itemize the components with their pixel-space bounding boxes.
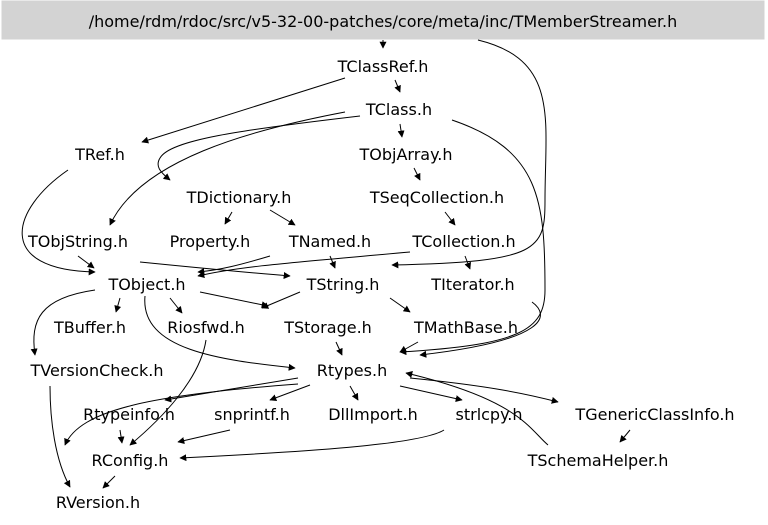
node-riosfwd[interactable]: Riosfwd.h — [167, 318, 245, 337]
node-tclass[interactable]: TClass.h — [365, 100, 432, 119]
edge-tversioncheck-rversion — [49, 385, 71, 488]
edge-strlcpy-rconfig — [179, 429, 445, 462]
edge-tcollection-titerator — [464, 255, 472, 270]
node-tnamed[interactable]: TNamed.h — [288, 232, 371, 251]
node-tobjarray[interactable]: TObjArray.h — [358, 145, 452, 164]
node-tobjstring[interactable]: TObjString.h — [27, 232, 128, 251]
edge-tobject-tversioncheck — [30, 289, 96, 356]
node-tversioncheck[interactable]: TVersionCheck.h — [29, 361, 163, 380]
edge-tmathbase-rtypes — [399, 341, 419, 353]
node-tobject[interactable]: TObject.h — [107, 275, 185, 294]
edge-tdictionary-tnamed — [269, 209, 296, 226]
node-titerator[interactable]: TIterator.h — [430, 275, 514, 294]
edge-tnamed-tstring — [329, 255, 336, 269]
node-tseqcollection[interactable]: TSeqCollection.h — [369, 188, 504, 207]
node-tmathbase[interactable]: TMathBase.h — [413, 318, 518, 337]
node-tref[interactable]: TRef.h — [74, 145, 125, 164]
edge-tclass-tobjarray — [397, 123, 405, 138]
root-node-box — [1, 0, 765, 40]
node-tstring[interactable]: TString.h — [306, 275, 380, 294]
edge-rconfig-rversion — [102, 475, 116, 489]
root-node: /home/rdm/rdoc/src/v5-32-00-patches/core… — [1, 0, 765, 40]
edge-rtypes-rtypeinfo — [164, 377, 299, 403]
edge-rtypes-tgenericclassinfo — [409, 377, 559, 404]
edge-tobject-riosfwd — [169, 297, 183, 314]
edge-tclass-tobjstring — [109, 111, 346, 226]
edge-tclass-tdictionary — [157, 115, 361, 181]
node-rtypeinfo[interactable]: Rtypeinfo.h — [83, 405, 175, 424]
graph-nodes: /home/rdm/rdoc/src/v5-32-00-patches/core… — [1, 0, 765, 512]
edge-tclassref-tclass — [394, 79, 401, 93]
node-dllimport[interactable]: DllImport.h — [328, 405, 418, 424]
node-property[interactable]: Property.h — [170, 232, 251, 251]
edge-rtypes-strlcpy — [399, 385, 463, 403]
edge-tschemahelper-rtypes — [405, 371, 549, 446]
edge-rtypeinfo-rconfig — [117, 429, 125, 444]
node-rtypes[interactable]: Rtypes.h — [317, 361, 387, 380]
edge-tobjstring-tobject — [77, 255, 95, 269]
edge-root-tstring — [391, 39, 547, 269]
edge-tobject-tstorage — [199, 291, 269, 309]
node-rconfig[interactable]: RConfig.h — [92, 451, 169, 470]
edge-tobjarray-tseqcollection — [413, 167, 421, 181]
node-strlcpy[interactable]: strlcpy.h — [456, 405, 523, 424]
node-tstorage[interactable]: TStorage.h — [283, 318, 372, 337]
node-snprintf[interactable]: snprintf.h — [214, 405, 290, 424]
edge-tobject-tbuffer — [114, 297, 122, 313]
node-tschemahelper[interactable]: TSchemaHelper.h — [527, 451, 669, 470]
edge-tcollection-tobject — [197, 251, 411, 278]
edge-tref-tobject — [21, 169, 96, 276]
edge-tstring-tstorage — [261, 291, 301, 309]
edge-rtypes-dllimport — [349, 385, 359, 401]
edge-tobject-rtypes — [144, 295, 296, 371]
edge-snprintf-rconfig — [177, 429, 231, 444]
edge-rtypes-snprintf — [269, 384, 311, 402]
edge-tgenericclassinfo-tschemahelper — [619, 429, 631, 443]
node-rversion[interactable]: RVersion.h — [56, 493, 140, 512]
node-tgenericclassinfo[interactable]: TGenericClassInfo.h — [574, 405, 734, 424]
edge-riosfwd-rconfig — [129, 339, 207, 446]
dependency-edges — [21, 39, 631, 489]
edge-titerator-rtypes — [419, 301, 541, 358]
edge-tstring-tmathbase — [389, 297, 411, 313]
edge-tstorage-rtypes — [335, 341, 343, 356]
edge-tclass-rtypes — [399, 119, 546, 356]
edge-tseqcollection-tcollection — [444, 211, 456, 226]
node-tcollection[interactable]: TCollection.h — [411, 232, 515, 251]
edge-tclassref-tref — [141, 77, 346, 144]
edge-tobjstring-tstring — [139, 261, 291, 279]
node-tclassref[interactable]: TClassRef.h — [337, 57, 429, 76]
edge-rtypes-rconfig — [64, 383, 299, 446]
root-node-label: /home/rdm/rdoc/src/v5-32-00-patches/core… — [89, 12, 678, 31]
node-tdictionary[interactable]: TDictionary.h — [186, 188, 292, 207]
edge-tdictionary-property — [224, 211, 233, 225]
node-tbuffer[interactable]: TBuffer.h — [53, 318, 126, 337]
